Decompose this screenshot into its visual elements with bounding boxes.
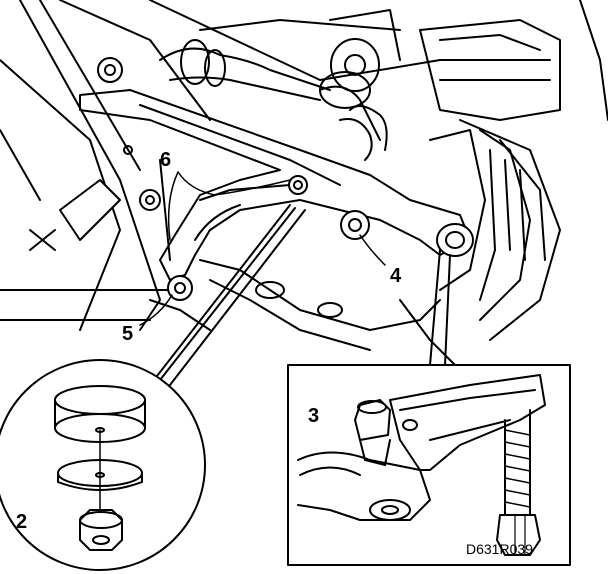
nut-item-5 — [167, 275, 193, 301]
leader-6b — [167, 171, 179, 241]
leader-4 — [359, 234, 386, 266]
exploded-detail-inset — [0, 359, 206, 571]
nut-item-4 — [340, 210, 370, 240]
leader-5 — [139, 294, 173, 326]
callout-6: 6 — [160, 149, 172, 171]
callout-4: 4 — [390, 265, 402, 287]
ball-joint — [288, 175, 474, 257]
callout-2: 2 — [16, 511, 28, 533]
detail-pointer — [149, 204, 451, 386]
subframe — [149, 159, 461, 371]
x-mark-panel — [29, 179, 121, 251]
figure-code: D631R039 — [466, 541, 533, 557]
lower-control-arm — [79, 89, 471, 281]
separator-tool-inset — [287, 364, 571, 566]
callout-3: 3 — [308, 405, 320, 427]
hub-assembly — [419, 0, 608, 341]
drive-shaft — [159, 9, 401, 161]
chassis-frame — [0, 0, 441, 331]
callout-5: 5 — [122, 323, 134, 345]
leader-6 — [177, 171, 291, 196]
